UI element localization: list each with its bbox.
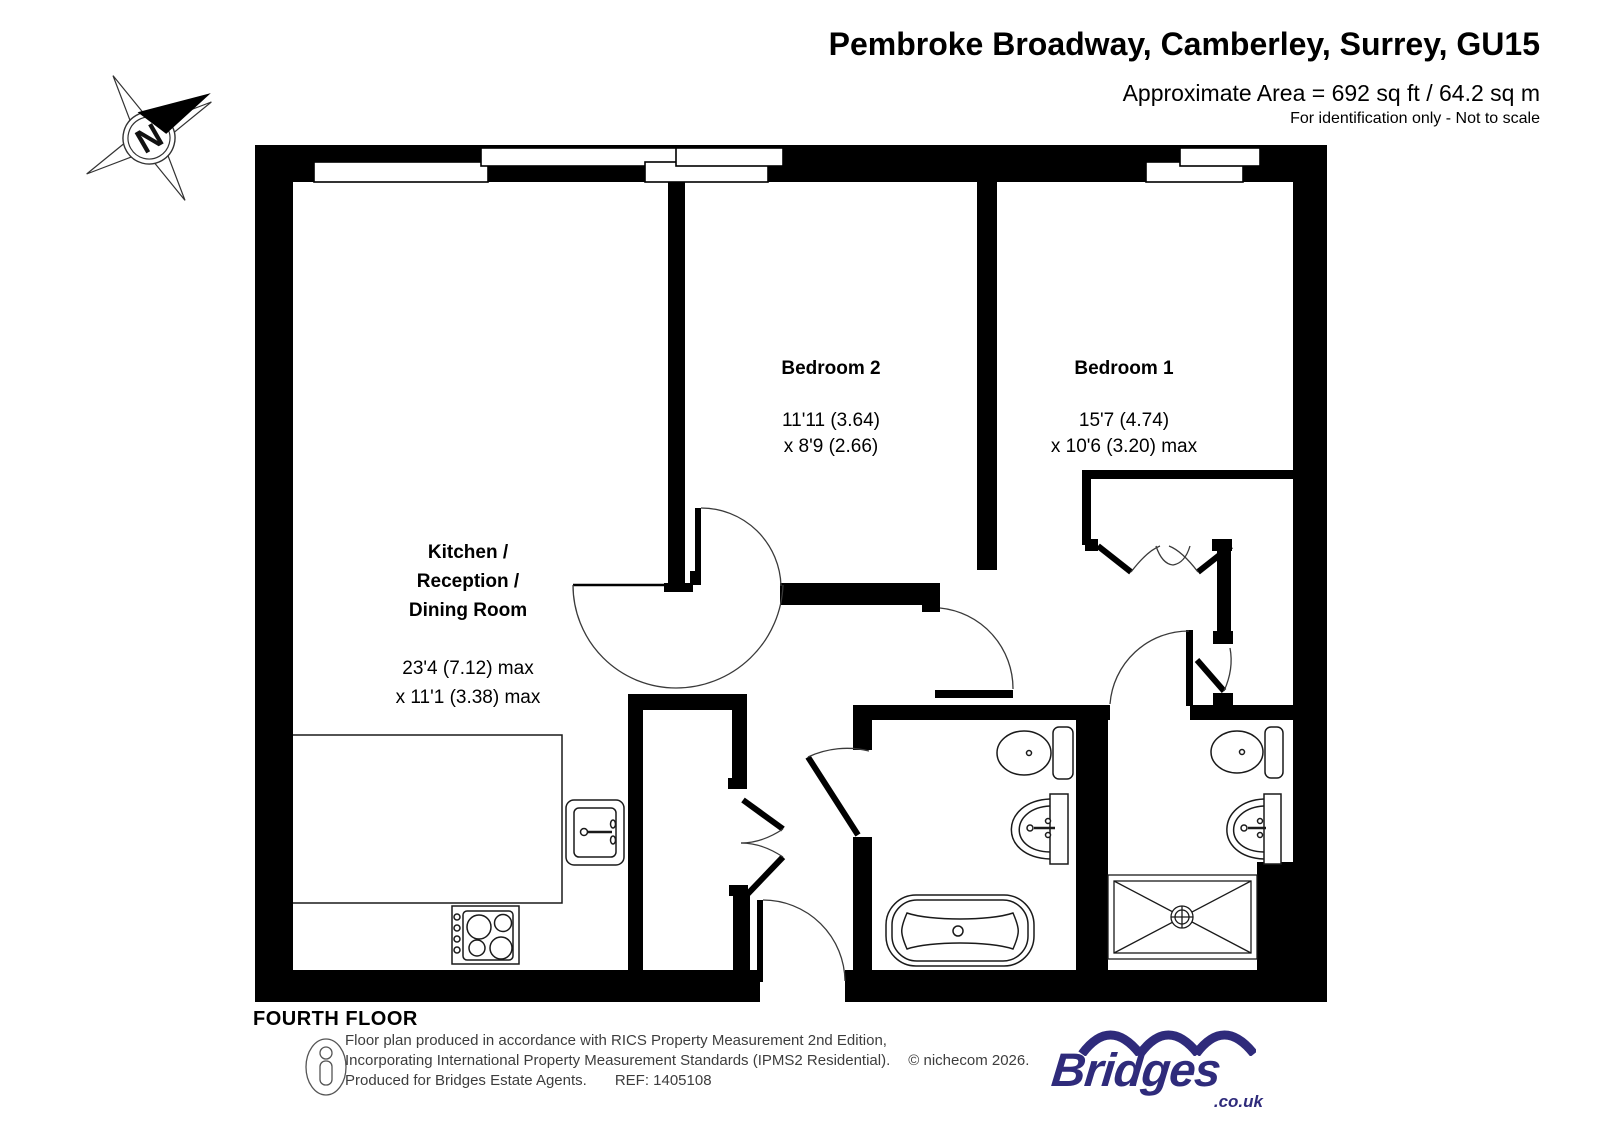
doors bbox=[573, 508, 1233, 982]
identification-note: For identification only - Not to scale bbox=[1290, 110, 1540, 127]
page-title: Pembroke Broadway, Camberley, Surrey, GU… bbox=[828, 26, 1540, 62]
produced-for: Produced for Bridges Estate Agents. bbox=[345, 1072, 587, 1089]
approximate-area: Approximate Area = 692 sq ft / 64.2 sq m bbox=[1122, 80, 1540, 106]
entrance-door bbox=[757, 900, 763, 982]
interior-walls bbox=[628, 182, 1327, 1002]
disclaimer: Floor plan produced in accordance with R… bbox=[345, 1031, 1029, 1091]
bedroom1-door bbox=[935, 690, 1013, 698]
bathroom-fixtures bbox=[885, 726, 1284, 967]
disclaimer-line2: Incorporating International Property Mea… bbox=[345, 1052, 891, 1069]
compass-rose-icon: N bbox=[86, 75, 212, 201]
windows bbox=[313, 147, 1261, 183]
window-bedroom1-sash bbox=[1179, 147, 1261, 167]
bedroom2-label: Bedroom 2 11'11 (3.64) x 8'9 (2.66) bbox=[731, 330, 931, 486]
hob-icon bbox=[451, 905, 520, 965]
shower-tray-icon bbox=[1107, 874, 1258, 960]
bathroom-door bbox=[805, 755, 861, 837]
kitchen-name: Kitchen / Reception / Dining Room bbox=[408, 542, 528, 621]
wardrobe-door-left bbox=[1096, 543, 1133, 575]
kitchen-counter bbox=[293, 734, 563, 904]
closet-bifold-door-lower bbox=[736, 854, 786, 906]
disclaimer-line1: Floor plan produced in accordance with R… bbox=[345, 1032, 887, 1049]
kitchen-sink-icon bbox=[565, 799, 625, 866]
floor-label: FOURTH FLOOR bbox=[253, 1008, 418, 1030]
door-swing-arcs bbox=[572, 507, 1232, 982]
kitchen-fixtures bbox=[293, 734, 625, 965]
bridges-domain: .co.uk bbox=[1213, 1092, 1263, 1111]
bathtub-icon bbox=[885, 894, 1035, 967]
copyright: © nichecom 2026. bbox=[908, 1052, 1030, 1069]
kitchen-dims: 23'4 (7.12) max x 11'1 (3.38) max bbox=[395, 658, 541, 708]
ensuite-toilet-icon bbox=[1210, 726, 1284, 779]
person-icon bbox=[305, 1038, 347, 1096]
bridges-logo: Bridges .co.uk bbox=[1049, 1016, 1267, 1111]
bedroom2-dims: 11'11 (3.64) x 8'9 (2.66) bbox=[782, 410, 880, 457]
ensuite-door bbox=[1186, 630, 1193, 706]
toilet-icon bbox=[996, 726, 1074, 780]
bridges-arches-icon bbox=[1078, 1030, 1256, 1056]
bedroom1-name: Bedroom 1 bbox=[1074, 358, 1174, 379]
bedroom1-label: Bedroom 1 15'7 (4.74) x 10'6 (3.20) max bbox=[1024, 330, 1224, 486]
bridges-wordmark: Bridges bbox=[1049, 1043, 1223, 1096]
kitchen-label: Kitchen / Reception / Dining Room 23'4 (… bbox=[348, 509, 588, 741]
bedroom1-dims: 15'7 (4.74) x 10'6 (3.20) max bbox=[1050, 410, 1198, 457]
ensuite-basin-icon bbox=[1226, 793, 1282, 865]
window-bedroom2-sash bbox=[675, 147, 784, 167]
dressing-door bbox=[1194, 658, 1227, 693]
north-arrow-icon bbox=[137, 93, 211, 134]
closet-bifold-door-upper bbox=[741, 797, 785, 832]
bedroom2-door bbox=[695, 508, 701, 583]
reference-number: REF: 1405108 bbox=[614, 1072, 712, 1089]
window-kitchen bbox=[313, 161, 489, 183]
bedroom2-name: Bedroom 2 bbox=[781, 358, 881, 379]
basin-icon bbox=[1010, 793, 1069, 865]
wardrobe-door-right bbox=[1196, 543, 1233, 575]
